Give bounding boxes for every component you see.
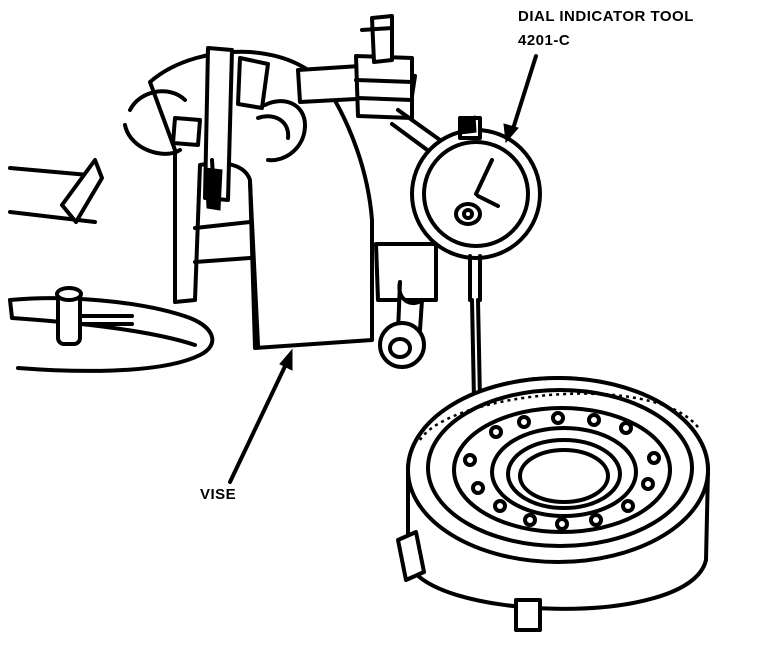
dial-indicator-tool bbox=[410, 115, 542, 402]
dial-indicator-part-number: 4201-C bbox=[518, 32, 571, 49]
dial-indicator-label: DIAL INDICATOR TOOL bbox=[518, 8, 694, 25]
vise-label: VISE bbox=[200, 486, 237, 503]
leader-dial bbox=[503, 54, 538, 144]
leader-vise bbox=[228, 348, 293, 484]
gear-assembly bbox=[396, 376, 710, 632]
vise bbox=[8, 14, 442, 373]
